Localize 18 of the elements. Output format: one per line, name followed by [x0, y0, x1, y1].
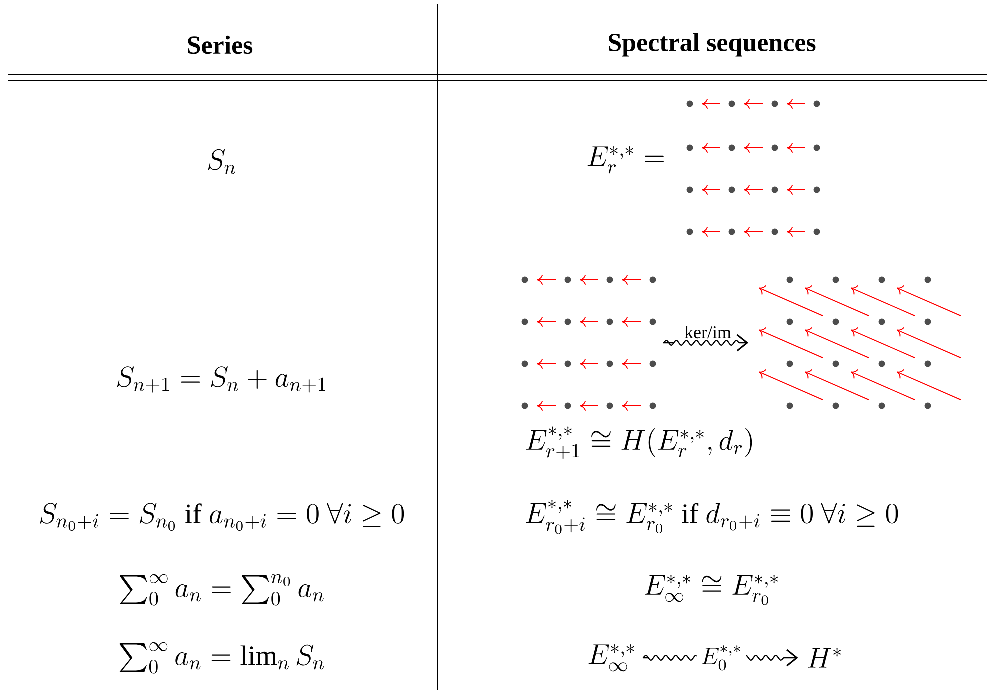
- column-header: Series: [188, 36, 253, 54]
- formula: $S_n$: [208, 149, 236, 174]
- formula: $E_{r_0+i}^{*,*} \cong E_{r_0}^{*,*} \text{ if } d_{r_0+i} \equiv 0 \ \forall i \geq 0$: [526, 500, 898, 534]
- formula: $E_r^{*,*} =$: [588, 146, 664, 174]
- edge-label: $E_0^{*,*}$: [696, 642, 746, 674]
- formula: $S_{n+1} = S_n + a_{n+1}$: [117, 366, 326, 393]
- formula: $E_\infty^{*,*} \cong E_{r_0}^{*,*}$: [645, 575, 778, 606]
- formula: $E_{r+1}^{*,*} \cong H(E_r^{*,*}, d_r)$: [526, 426, 752, 460]
- dot-grid-drawing: [758, 276, 962, 410]
- edge-label: ker/im: [684, 326, 732, 339]
- wavy-arrow: [662, 334, 749, 352]
- dot-grid-drawing: [522, 275, 656, 411]
- formula: $\sum_0^\infty a_n = \sum_0^{n_0} a_n$: [120, 574, 324, 606]
- formula: $\sum_0^\infty a_n = \lim_n S_n$: [120, 642, 324, 674]
- formula: $S_{n_0+i} = S_{n_0} \text{ if } a_{n_0+i} = 0 \ \forall i \geq 0$: [40, 503, 404, 531]
- formula: $E_\infty^{*,*}$: [588, 644, 634, 672]
- formula: $H^*$: [808, 648, 841, 668]
- column-header: Spectral sequences: [609, 33, 816, 57]
